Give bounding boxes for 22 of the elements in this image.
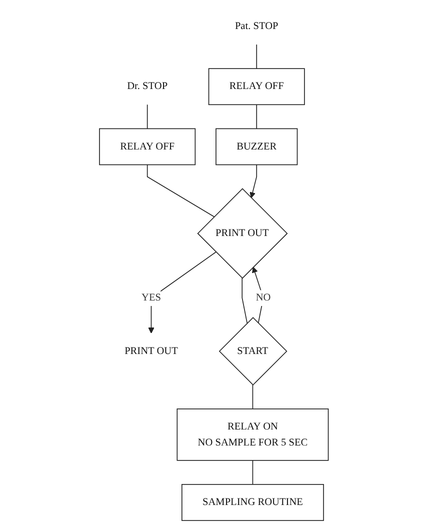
node-box: SAMPLING ROUTINE bbox=[181, 484, 324, 521]
connector bbox=[241, 278, 248, 324]
arrow bbox=[252, 266, 264, 324]
connector bbox=[252, 460, 253, 485]
edge-label: NO bbox=[255, 292, 270, 304]
node-diamond: START bbox=[218, 317, 287, 386]
node-text: PRINT OUT bbox=[124, 346, 178, 357]
connector bbox=[252, 384, 253, 410]
node-box: RELAY OFF bbox=[208, 68, 304, 106]
node-text: Pat. STOP bbox=[234, 20, 278, 32]
connector bbox=[256, 104, 257, 130]
connector bbox=[256, 44, 257, 69]
edge-label: YES bbox=[141, 292, 161, 304]
node-diamond: PRINT OUT bbox=[196, 188, 288, 279]
node-text: Dr. STOP bbox=[126, 80, 168, 92]
node-box: RELAY OFF bbox=[98, 128, 196, 166]
connector bbox=[146, 164, 214, 218]
arrow bbox=[148, 252, 216, 334]
node-box: BUZZER bbox=[215, 128, 298, 166]
connector bbox=[146, 104, 148, 130]
arrow bbox=[249, 164, 257, 198]
node-box: RELAY ON NO SAMPLE FOR 5 SEC bbox=[176, 408, 328, 461]
